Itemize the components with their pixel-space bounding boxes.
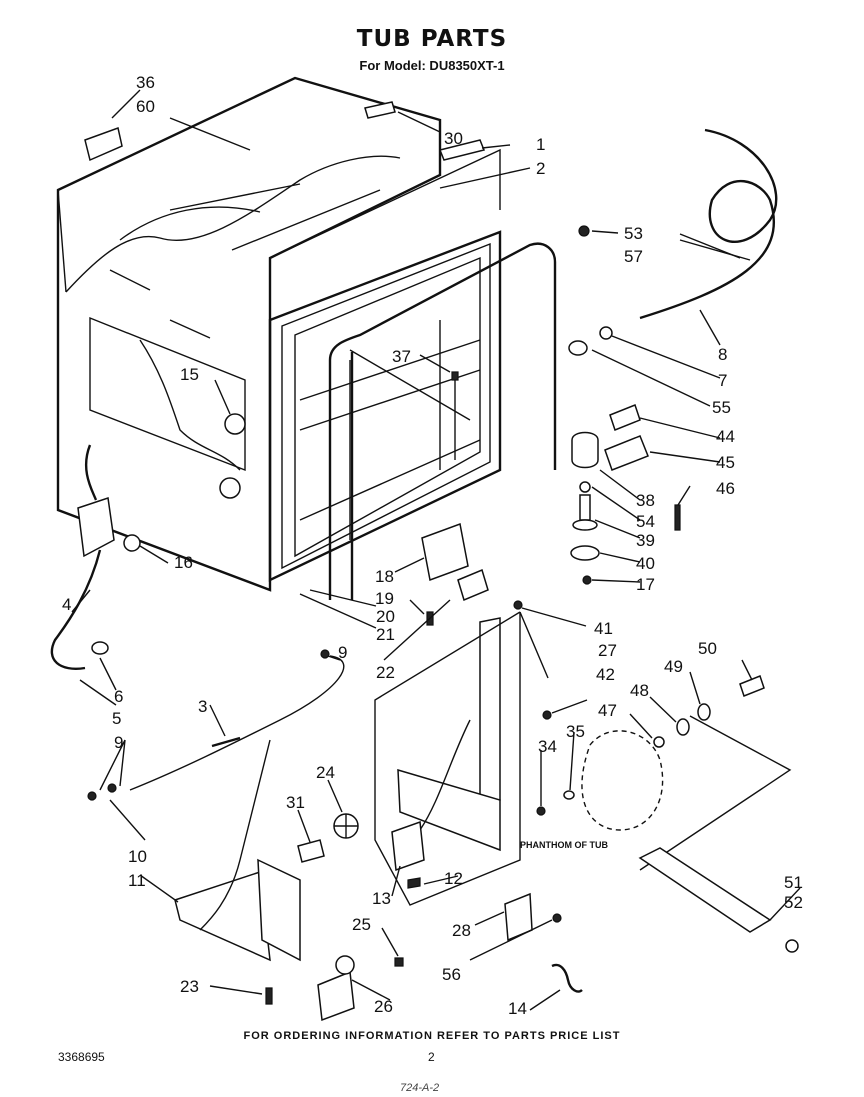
part-label: 56 xyxy=(442,965,461,984)
page-number: 2 xyxy=(428,1050,435,1064)
part-label: 30 xyxy=(444,129,463,148)
part-label: 60 xyxy=(136,97,155,116)
part-label: 14 xyxy=(508,999,527,1018)
part-label: 11 xyxy=(128,871,146,890)
part-shapes xyxy=(50,101,799,1022)
part-label: 5 xyxy=(112,709,121,728)
part-label: 9 xyxy=(338,643,347,662)
part-label: 36 xyxy=(136,73,155,92)
part-label: 45 xyxy=(716,453,735,472)
part-label: 10 xyxy=(128,847,147,866)
part-label: 27 xyxy=(598,641,617,660)
part-label: 3 xyxy=(198,697,207,716)
part-label: 2 xyxy=(536,159,545,178)
part-label: 12 xyxy=(444,869,463,888)
page-title: TUB PARTS xyxy=(356,26,508,52)
part-label: 44 xyxy=(716,427,735,446)
part-label: 6 xyxy=(114,687,123,706)
part-label: 49 xyxy=(664,657,683,676)
part-label: 15 xyxy=(180,365,199,384)
part-label: 41 xyxy=(594,619,613,638)
document-number: 3368695 xyxy=(58,1050,105,1064)
part-label: 24 xyxy=(316,763,335,782)
part-label: 54 xyxy=(636,512,655,531)
part-label: 19 xyxy=(375,589,394,608)
part-label: 55 xyxy=(712,398,731,417)
part-label: 4 xyxy=(62,595,71,614)
ordering-note: FOR ORDERING INFORMATION REFER TO PARTS … xyxy=(243,1030,621,1042)
part-label: 34 xyxy=(538,737,557,756)
part-label: 9 xyxy=(114,733,123,752)
part-label: 51 xyxy=(784,873,803,892)
part-label: 50 xyxy=(698,639,717,658)
part-label: 26 xyxy=(374,997,393,1016)
part-label: 1 xyxy=(536,135,545,154)
part-label: 48 xyxy=(630,681,649,700)
part-label: 38 xyxy=(636,491,655,510)
part-label: 8 xyxy=(718,345,727,364)
part-label: 40 xyxy=(636,554,655,573)
part-label: 7 xyxy=(718,371,727,390)
part-label: 31 xyxy=(286,793,305,812)
part-label: 16 xyxy=(174,553,193,572)
part-label: 35 xyxy=(566,722,585,741)
tub-body xyxy=(56,76,557,600)
part-label: 17 xyxy=(636,575,655,594)
part-label: 53 xyxy=(624,224,643,243)
part-label: 13 xyxy=(372,889,391,908)
part-label: 23 xyxy=(180,977,199,996)
part-label: 37 xyxy=(392,347,411,366)
part-label: 42 xyxy=(596,665,615,684)
part-label: 18 xyxy=(375,567,394,586)
model-subtitle: For Model: DU8350XT-1 xyxy=(359,58,505,73)
part-label: 47 xyxy=(598,701,617,720)
part-label: 21 xyxy=(376,625,395,644)
handwritten-note: 724-A-2 xyxy=(400,1082,440,1094)
phantom-of-tub-note: PHANTHOM OF TUB xyxy=(520,840,608,850)
leader-lines xyxy=(71,89,801,1011)
part-label: 57 xyxy=(624,247,643,266)
part-label: 39 xyxy=(636,531,655,550)
part-label: 20 xyxy=(376,607,395,626)
part-label: 28 xyxy=(452,921,471,940)
part-label: 22 xyxy=(376,663,395,682)
part-label: 25 xyxy=(352,915,371,934)
part-label: 52 xyxy=(784,893,803,912)
part-label: 46 xyxy=(716,479,735,498)
part-labels: 36 60 30 1 2 53 57 8 7 55 44 45 46 38 54… xyxy=(62,73,803,1018)
